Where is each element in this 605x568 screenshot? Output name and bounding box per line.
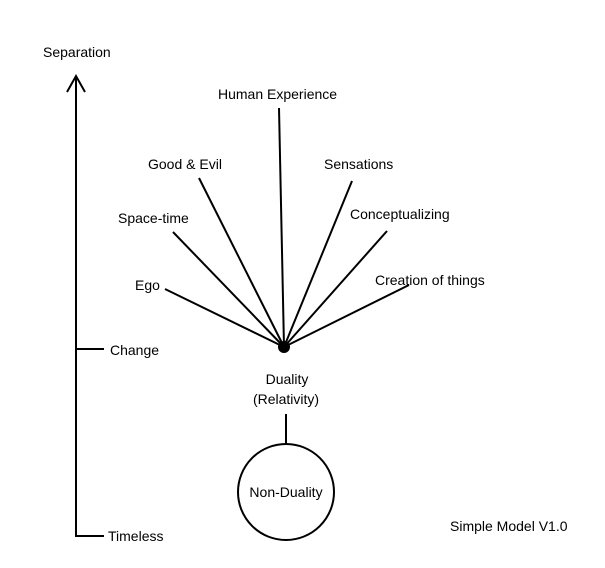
branch-line-conceptualizing	[283, 230, 388, 348]
branch-label-creation-of-things: Creation of things	[375, 272, 485, 288]
branch-line-space-time	[172, 231, 285, 348]
branch-label-good-evil: Good & Evil	[148, 156, 222, 172]
non-duality-circle	[237, 443, 335, 541]
axis-label-separation: Separation	[43, 44, 111, 60]
branch-line-sensations	[283, 180, 353, 348]
branch-line-creation-of-things	[283, 284, 410, 348]
root-label-non-duality: Non-Duality	[249, 484, 323, 500]
branch-label-space-time: Space-time	[118, 210, 189, 226]
branch-label-conceptualizing: Conceptualizing	[350, 206, 450, 222]
branch-line-human-experience	[278, 107, 285, 348]
branch-line-good-evil	[198, 177, 285, 348]
axis-label-change: Change	[110, 342, 160, 358]
model-version-caption: Simple Model V1.0	[450, 518, 568, 534]
hub-label-duality: Duality	[265, 371, 309, 387]
branch-label-ego: Ego	[135, 277, 160, 293]
axis-arrowhead	[66, 73, 86, 93]
axis-label-timeless: Timeless	[108, 528, 164, 544]
branch-line-ego	[164, 288, 285, 348]
branch-label-human-experience: Human Experience	[218, 86, 338, 102]
duality-hub-dot	[278, 341, 290, 353]
hub-label-relativity: (Relativity)	[252, 391, 320, 407]
branch-label-sensations: Sensations	[324, 156, 394, 172]
